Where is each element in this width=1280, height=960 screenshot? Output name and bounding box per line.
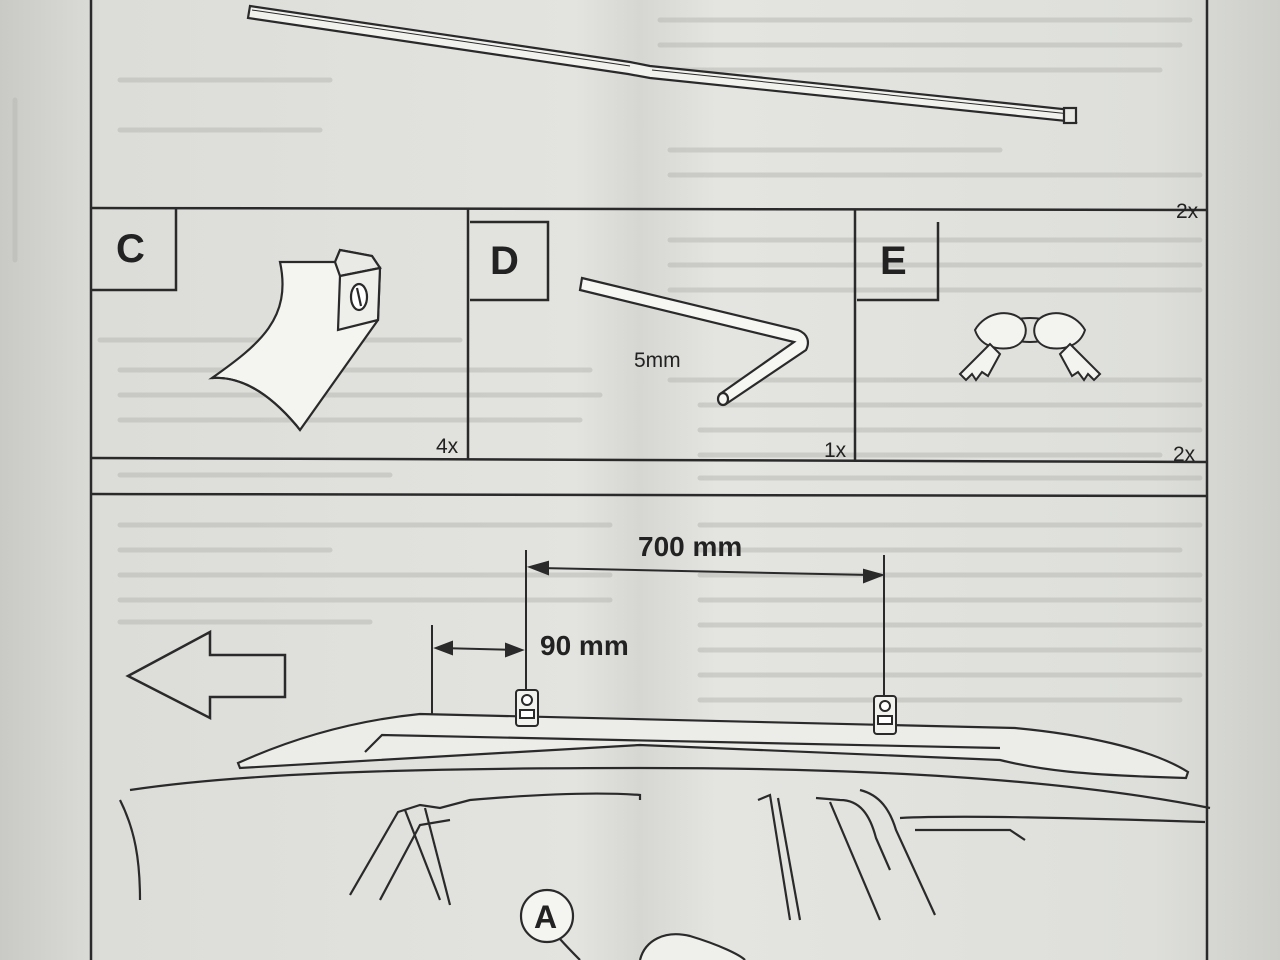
callout-a-marker [519,888,746,960]
part-e-letter: E [880,239,907,283]
direction-arrow-icon [125,629,287,721]
distance-700-label: 700 mm [638,531,742,562]
rail-qty: 2x [1176,200,1199,223]
roof-bar-rail [246,4,1078,125]
dimension-lines [431,550,886,728]
part-c-qty: 4x [436,435,459,458]
foot-cover-icon [208,248,382,432]
roof-foot-rear [873,695,897,735]
offset-90-label: 90 mm [540,630,629,661]
callout-a-label: A [534,899,557,935]
keys-icon [958,312,1102,382]
part-c-letter: C [116,227,145,271]
roof-foot-front [515,689,539,727]
car-roof-outline [119,712,1211,921]
panel-frame [89,0,1209,960]
part-e-qty: 2x [1173,443,1196,466]
part-d-size: 5mm [634,349,681,372]
part-d-qty: 1x [824,439,847,462]
hex-key-icon [578,276,809,407]
bleed-through-text [12,17,1203,703]
part-d-letter: D [490,239,519,283]
